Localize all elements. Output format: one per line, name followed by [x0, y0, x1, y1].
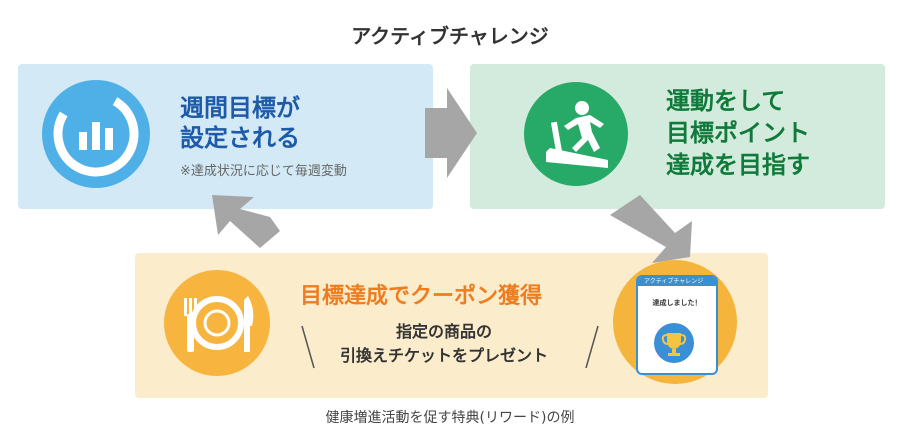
diagram-title: アクティブチャレンジ: [351, 24, 549, 48]
exercise-heading-line2: 目標ポイント: [666, 118, 810, 147]
treadmill-runner-icon: [546, 101, 608, 168]
goal-heading: 週間目標が 設定される: [180, 93, 300, 153]
goal-note: ※達成状況に応じて毎週変動: [180, 164, 347, 179]
reward-subtext: 指定の商品の 引換えチケットをプレゼント: [340, 320, 548, 368]
bar-chart-gauge-icon: [53, 91, 139, 177]
phone-message: 達成しました！: [652, 299, 702, 307]
goal-heading-line2: 設定される: [180, 124, 300, 152]
arrow-down-right-icon: [610, 195, 692, 263]
goal-heading-line1: 週間目標が: [180, 94, 300, 122]
exercise-heading-line3: 達成を目指す: [666, 150, 810, 179]
arrow-up-left-icon: [212, 195, 280, 248]
caption: 健康増進活動を促す特典(リワード)の例: [325, 410, 575, 426]
reward-heading: 目標達成でクーポン獲得: [300, 284, 543, 309]
plate-fork-knife-icon: [184, 296, 254, 352]
exercise-circle: [524, 82, 628, 186]
exercise-heading: 運動をして 目標ポイント 達成を目指す: [666, 86, 810, 182]
trophy-icon: [661, 333, 687, 356]
reward-sub-line2: 引換えチケットをプレゼント: [340, 346, 549, 365]
phone-header: アクティブチャレンジ: [638, 277, 716, 286]
right-slash-decoration: [585, 325, 599, 369]
reward-sub-line1: 指定の商品の: [396, 322, 493, 341]
exercise-heading-line1: 運動をして: [666, 87, 786, 115]
arrow-right-icon: [425, 88, 477, 178]
left-slash-decoration: [301, 325, 315, 369]
